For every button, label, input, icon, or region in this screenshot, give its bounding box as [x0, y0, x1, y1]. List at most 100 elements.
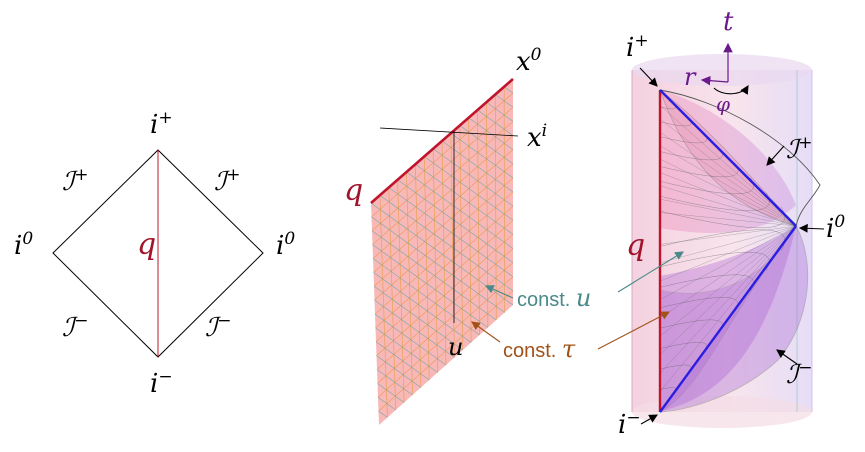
future-null-boundary [659, 89, 797, 227]
label-q-sheet: q [344, 173, 363, 208]
upper-cone-mesh-line [659, 198, 797, 227]
penrose-diagram: i+ i− i0 i0 ℐ+ ℐ+ ℐ− ℐ− q [14, 108, 295, 399]
sheet-grid-line-diagonal [397, 179, 514, 263]
sheet-grid-line-diagonal [371, 216, 505, 313]
arrow-to-i0 [798, 223, 825, 233]
annotations: const. u const. τ [471, 251, 684, 363]
sheet-grid-line-diagonal [372, 244, 489, 328]
arrow-const-tau-sheet [471, 321, 501, 343]
sheet-grid-line-diagonal [424, 156, 514, 221]
label-q-penrose: q [137, 227, 156, 262]
sheet-grid-line-horizontal [375, 205, 514, 329]
label-scri-plus-cyl: ℐ+ [786, 133, 812, 165]
sheet-grid-line-diagonal [388, 187, 514, 278]
label-xi: xi [527, 121, 547, 153]
sheet-grid-line-diagonal [376, 355, 422, 388]
lower-cone-mesh-line [659, 225, 797, 282]
label-scri-plus-left: ℐ+ [62, 165, 88, 197]
sheet-grid-line-diagonal [432, 148, 514, 207]
const-u-label: const. u [517, 284, 591, 312]
label-scri-minus-right: ℐ− [205, 311, 231, 343]
sheet-grid-line-diagonal [377, 396, 396, 411]
sheet-grid-line-diagonal [459, 125, 514, 165]
lower-cone-mesh-line [659, 225, 797, 319]
scri-minus-surface [659, 225, 809, 413]
sheet-grid-line-diagonal [374, 299, 455, 358]
sheet-grid-line-diagonal [373, 272, 472, 343]
label-t: t [723, 7, 734, 37]
scri-plus-surface [659, 89, 821, 227]
label-i0-right: i0 [276, 229, 295, 261]
lower-cone-mesh-line [659, 225, 797, 355]
sheet-grid-line-horizontal [375, 219, 514, 343]
phi-arrow [713, 85, 749, 95]
sheet-grid-line-vertical [459, 125, 464, 351]
arrow-const-u-cylinder [617, 251, 684, 293]
upper-cone-mesh-line [659, 185, 797, 227]
lower-cone-mesh-line [659, 225, 797, 245]
label-q-cylinder: q [626, 228, 645, 263]
sheet-grid-line-vertical [468, 117, 472, 343]
sheet-grid-line-diagonal [373, 285, 463, 351]
sheet-grid [370, 86, 514, 418]
sheet-grid-line-diagonal [468, 117, 514, 150]
const-tau-label: const. τ [503, 335, 576, 363]
sheet-surface [371, 79, 513, 425]
label-phi: φ [716, 92, 730, 116]
sheet-grid-line-diagonal [495, 94, 514, 108]
label-i-minus-cyl: i− [618, 408, 641, 440]
r-axis-arrow [700, 75, 729, 86]
lower-cone-mesh-line [659, 225, 797, 300]
sheet-grid-line-diagonal [375, 327, 438, 373]
sheet-grid-line-diagonal [372, 258, 480, 336]
label-r: r [684, 63, 697, 91]
upper-cone-surface [660, 90, 796, 234]
sheet-grid-line-vertical [477, 109, 480, 336]
cylinder-bottom-cap [632, 396, 812, 428]
upper-cone-mesh-line [659, 132, 797, 227]
upper-cone-mesh-line [659, 172, 797, 227]
upper-cone-mesh-line [659, 105, 797, 227]
label-i-plus-cyl: i+ [626, 31, 649, 63]
past-null-boundary [659, 225, 797, 413]
arrow-to-scri-minus [776, 349, 798, 365]
lower-cone-mesh-line [659, 225, 797, 392]
sheet-grid-line-diagonal [415, 163, 514, 235]
sheet-grid-line-vertical [494, 94, 497, 321]
label-u: u [448, 333, 463, 361]
upper-cone-mesh-line [659, 212, 797, 227]
sheet-grid-line-diagonal [379, 194, 514, 292]
label-scri-plus-right: ℐ+ [214, 165, 240, 197]
cylinder-top-cap [632, 54, 812, 86]
label-i0-cyl: i0 [826, 212, 845, 244]
xi-axis-line [379, 127, 519, 137]
sheet-worldline-q [370, 78, 514, 204]
sheet-grid-line-diagonal [486, 101, 514, 122]
sheet-grid-line-horizontal [377, 262, 514, 384]
sheet-grid-line-horizontal [376, 234, 514, 356]
arrow-to-i-minus [640, 414, 658, 425]
sheet-grid-line-diagonal [378, 410, 388, 418]
sheet-grid-line-diagonal [376, 369, 413, 396]
arrow-to-i-plus [639, 67, 658, 87]
label-i0-left: i0 [14, 229, 33, 261]
sheet-grid-line-diagonal [374, 313, 447, 366]
sheet-grid-line-diagonal [477, 109, 514, 136]
lower-cone-mesh-line [659, 225, 797, 337]
label-i-minus: i− [150, 367, 173, 399]
sheet-grid-line-diagonal [406, 171, 514, 249]
sheet-grid-line-diagonal [375, 341, 430, 381]
upper-cone-mesh-line [659, 145, 797, 227]
lower-cone-mesh-line [659, 225, 797, 374]
arrow-const-tau-cylinder [597, 311, 670, 350]
label-scri-minus-cyl: ℐ− [786, 358, 812, 390]
sheet-grid-line-diagonal [503, 86, 514, 94]
einstein-cylinder: t r φ i+ i− i0 ℐ+ ℐ− q [618, 7, 845, 440]
sheet-grid-line-diagonal [377, 383, 405, 403]
sheet-grid-line-diagonal [371, 230, 497, 321]
label-i-plus: i+ [150, 108, 173, 140]
label-scri-minus-left: ℐ− [62, 311, 88, 343]
arrow-to-scri-plus [766, 145, 785, 166]
sheet-grid-line-horizontal [377, 276, 514, 398]
